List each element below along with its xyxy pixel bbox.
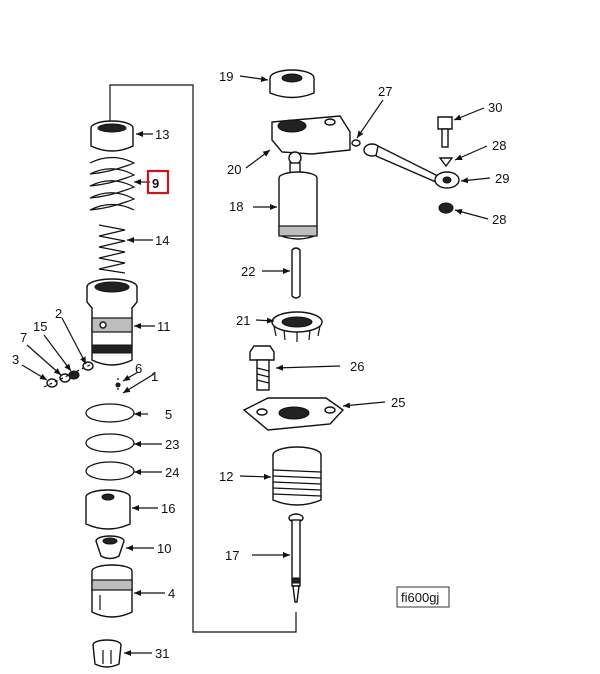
part-28-washer-upper <box>438 157 454 168</box>
part-12-threaded-body <box>272 446 322 506</box>
part-4-cup <box>91 564 133 618</box>
part-19-nut <box>269 69 315 99</box>
part-17-needle <box>288 513 304 603</box>
callout-3: 3 <box>12 352 19 367</box>
callout-2: 2 <box>55 306 62 321</box>
part-29-eye-end <box>434 171 460 189</box>
callout-21: 21 <box>236 313 250 328</box>
callout-labels: 13 9 14 11 2 15 7 3 6 1 5 23 24 16 10 4 … <box>12 69 509 661</box>
callout-12: 12 <box>219 469 233 484</box>
part-11-barrel-housing <box>86 278 138 366</box>
callout-30: 30 <box>488 100 502 115</box>
callout-14: 14 <box>155 233 169 248</box>
assembly-connector-line <box>109 84 297 633</box>
callout-9: 9 <box>152 176 159 191</box>
part-14-inner-spring <box>98 224 126 274</box>
callout-28-upper: 28 <box>492 138 506 153</box>
part-16-cylinder <box>85 489 131 530</box>
part-27-linkage-rod <box>351 139 437 184</box>
callout-15: 15 <box>33 319 47 334</box>
callout-leader-lines <box>21 75 491 656</box>
callout-16: 16 <box>161 501 175 516</box>
callout-9-highlight <box>146 169 170 195</box>
part-5-o-ring <box>85 403 135 423</box>
callout-23: 23 <box>165 437 179 452</box>
part-18-plunger <box>278 151 318 240</box>
part-25-flange <box>242 397 345 431</box>
callout-26: 26 <box>350 359 364 374</box>
part-20-lever <box>271 115 351 155</box>
part-21-gear-ring <box>271 311 323 342</box>
part-22-rod <box>291 247 301 299</box>
callout-20: 20 <box>227 162 241 177</box>
part-23-o-ring <box>85 433 135 453</box>
callout-5: 5 <box>165 407 172 422</box>
callout-13: 13 <box>155 127 169 142</box>
callout-22: 22 <box>241 264 255 279</box>
callout-7: 7 <box>20 330 27 345</box>
callout-31: 31 <box>155 646 169 661</box>
callout-6: 6 <box>135 361 142 376</box>
callout-28-lower: 28 <box>492 212 506 227</box>
callout-11: 11 <box>157 319 171 334</box>
callout-24: 24 <box>165 465 179 480</box>
part-28-nut-lower <box>438 202 454 214</box>
callout-18: 18 <box>229 199 243 214</box>
part-6-pin <box>115 378 121 392</box>
part-30-screw <box>437 116 453 148</box>
callout-1: 1 <box>151 369 158 384</box>
callout-17: 17 <box>225 548 239 563</box>
callout-4: 4 <box>168 586 175 601</box>
part-9-outer-spring <box>89 156 136 211</box>
part-26-bolt <box>249 345 275 391</box>
callout-19: 19 <box>219 69 233 84</box>
callout-29: 29 <box>495 171 509 186</box>
part-31-tip <box>92 639 122 668</box>
part-13-retainer <box>90 120 134 152</box>
callout-27: 27 <box>378 84 392 99</box>
part-24-o-ring <box>85 461 135 481</box>
part-10-seat <box>95 535 125 560</box>
callout-25: 25 <box>391 395 405 410</box>
callout-10: 10 <box>157 541 171 556</box>
figure-id-tag: fi600gj <box>396 586 450 608</box>
figure-id-text: fi600gj <box>401 590 439 605</box>
